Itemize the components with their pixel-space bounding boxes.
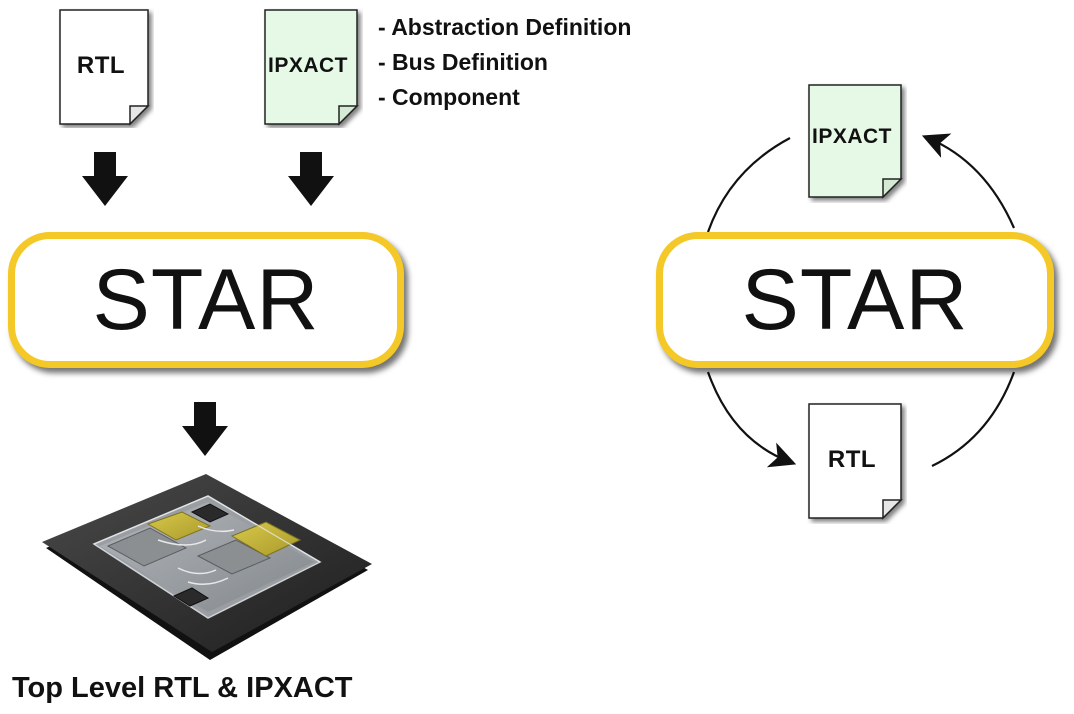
down-arrow-icon [182, 402, 228, 456]
cycle-arrows [706, 133, 1016, 468]
ipxact-doc-label: IPXACT [811, 125, 892, 148]
rtl-doc-label: RTL [827, 446, 877, 473]
down-arrow-icon [288, 152, 334, 206]
list-item: - Bus Definition [378, 49, 548, 75]
rtl-cycle-document: RTL [807, 402, 907, 524]
ipxact-doc-label: IPXACT [267, 54, 348, 77]
document-page-icon [264, 9, 359, 126]
document-page-icon [808, 403, 903, 520]
list-item: - Component [378, 84, 520, 110]
document-page-icon [808, 84, 903, 199]
rtl-input-document: RTL [58, 8, 154, 128]
star-tool-box: STAR [8, 232, 404, 368]
document-page-icon [59, 9, 150, 126]
down-arrow-icon [82, 152, 128, 206]
list-item: - Abstraction Definition [378, 14, 632, 40]
ipxact-input-document: IPXACT [263, 8, 363, 128]
rtl-doc-label: RTL [76, 52, 126, 79]
star-label: STAR [741, 252, 969, 348]
output-caption: Top Level RTL & IPXACT [12, 672, 353, 704]
star-label: STAR [92, 252, 320, 348]
ipxact-cycle-document: IPXACT [807, 83, 907, 203]
chip-package-icon [42, 474, 372, 660]
star-tool-box: STAR [656, 232, 1054, 368]
ipxact-contents-list: - Abstraction Definition - Bus Definitio… [378, 10, 631, 115]
